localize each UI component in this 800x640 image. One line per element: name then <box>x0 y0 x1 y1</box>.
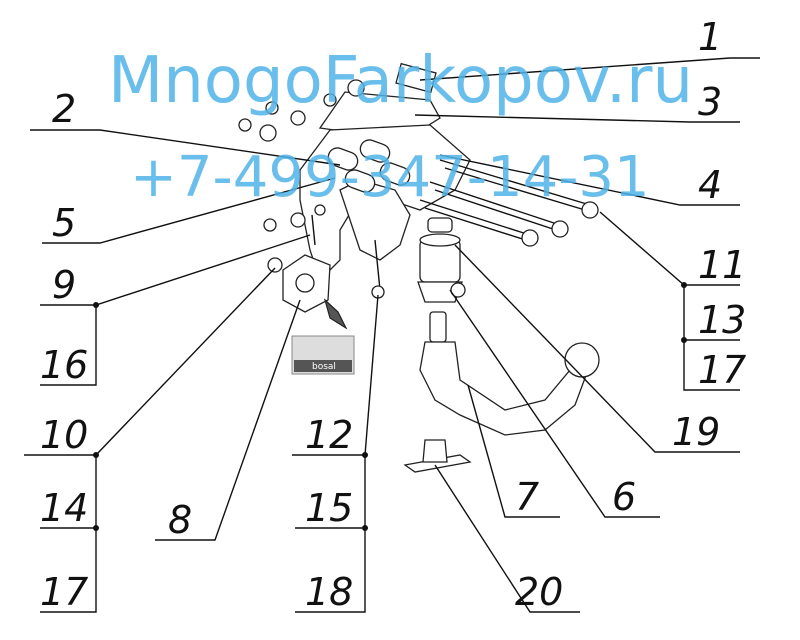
callout-4: 4 <box>698 163 722 207</box>
top-nut <box>347 79 365 97</box>
leader-dot <box>362 525 368 531</box>
callout-11: 11 <box>698 243 746 287</box>
callout-14: 14 <box>40 486 88 530</box>
callout-6: 6 <box>612 475 636 519</box>
leader-dot <box>362 452 368 458</box>
callout-12: 12 <box>305 413 353 457</box>
leader-dot <box>93 452 99 458</box>
callout-8: 8 <box>168 498 192 542</box>
vertical-bolt-9 <box>311 214 316 246</box>
callout-16: 16 <box>40 343 88 387</box>
watermark: MnogoFarkopov.ru +7-499-347-14-31 <box>108 44 693 210</box>
callout-19: 19 <box>672 410 720 454</box>
callout-18: 18 <box>305 570 353 614</box>
plate-brand-text: bosal <box>312 362 336 372</box>
watermark-site: MnogoFarkopov.ru <box>108 44 693 118</box>
leader-dot <box>93 525 99 531</box>
leader-dots <box>93 282 687 531</box>
towbar-assembly-drawing: bosal <box>238 62 600 473</box>
leader-dot <box>681 337 687 343</box>
tow-arm <box>419 311 600 436</box>
long-bolts <box>419 159 599 247</box>
tow-ball <box>564 342 600 378</box>
vertical-bolt-12 <box>374 239 381 291</box>
watermark-phone: +7-499-347-14-31 <box>130 145 650 210</box>
crossbar-tubes <box>327 139 411 193</box>
callout-numbers: 1 2 3 4 5 9 16 11 13 17 10 14 17 8 12 15… <box>40 15 746 614</box>
callout-2: 2 <box>52 87 76 131</box>
callout-20: 20 <box>515 570 563 614</box>
callout-7: 7 <box>515 475 539 519</box>
square-plate <box>395 62 437 94</box>
pointer-arrow <box>323 298 348 330</box>
callout-9: 9 <box>52 263 76 307</box>
callout-1: 1 <box>698 15 722 59</box>
callout-5: 5 <box>52 201 76 245</box>
socket-bracket-20 <box>403 439 472 473</box>
leader-dot <box>681 282 687 288</box>
socket-hole <box>295 273 315 293</box>
leader-lines <box>24 57 760 613</box>
callout-15: 15 <box>305 486 353 530</box>
callout-17-left: 17 <box>40 570 88 614</box>
callout-10: 10 <box>40 413 88 457</box>
washers-nuts-left <box>238 93 337 273</box>
bosal-plate: bosal <box>291 335 355 375</box>
leader-dot <box>93 302 99 308</box>
callout-17-right: 17 <box>698 348 746 392</box>
callout-3: 3 <box>698 80 722 124</box>
callout-13: 13 <box>698 298 746 342</box>
ball-housing <box>417 217 466 303</box>
